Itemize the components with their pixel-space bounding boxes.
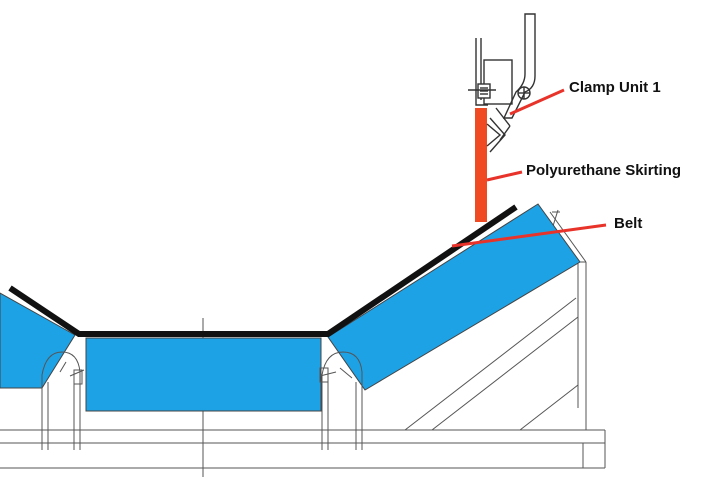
left-support-bracket [41,351,85,450]
clamp-unit-label: Clamp Unit 1 [569,79,661,96]
belt-label: Belt [614,215,642,232]
skirting-callout-line [486,170,523,182]
center-roller [85,337,322,412]
skirting-label: Polyurethane Skirting [526,162,681,179]
polyurethane-skirting [475,108,487,222]
belt-callout-line [451,223,607,248]
callouts [451,88,607,248]
clamp-unit [468,13,536,153]
clamp-unit-callout-line [509,88,565,116]
conveyor-belt [8,204,518,337]
right-wing-roller [327,203,581,391]
base-frame [0,429,606,469]
right-support-bracket [319,351,363,450]
